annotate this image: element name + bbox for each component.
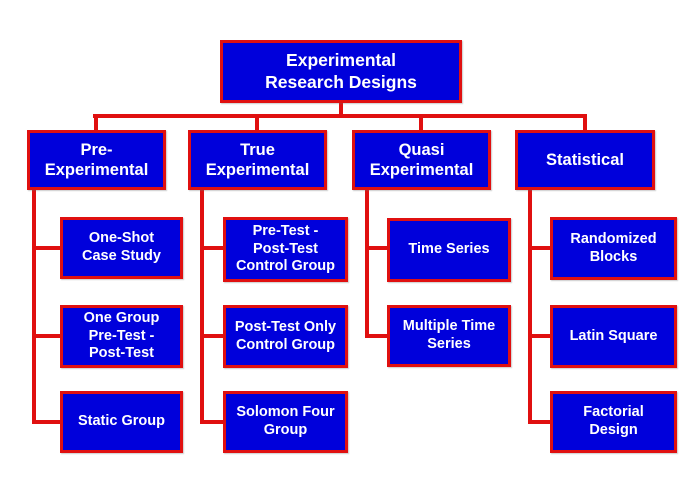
branch-pre-experimental: Pre- Experimental bbox=[27, 130, 166, 190]
connector-stub-pre-2 bbox=[32, 334, 62, 338]
child-solomon-four-group: Solomon Four Group bbox=[223, 391, 348, 453]
branch-statistical: Statistical bbox=[515, 130, 655, 190]
child-multiple-time-series: Multiple Time Series bbox=[387, 305, 511, 367]
child-factorial-design: Factorial Design bbox=[550, 391, 677, 453]
branch-true-experimental: True Experimental bbox=[188, 130, 327, 190]
connector-stub-quasi-1 bbox=[365, 246, 389, 250]
child-latin-square: Latin Square bbox=[550, 305, 677, 368]
connector-stub-true-3 bbox=[200, 420, 225, 424]
connector-drop-quasi bbox=[419, 114, 423, 132]
connector-stub-statistical-1 bbox=[528, 246, 552, 250]
connector-drop-true bbox=[255, 114, 259, 132]
connector-stub-quasi-2 bbox=[365, 334, 389, 338]
child-static-group: Static Group bbox=[60, 391, 183, 453]
child-time-series: Time Series bbox=[387, 218, 511, 282]
connector-drop-statistical bbox=[583, 114, 587, 132]
connector-stub-statistical-2 bbox=[528, 334, 552, 338]
child-post-test-only-control-group: Post-Test Only Control Group bbox=[223, 305, 348, 368]
child-pre-test-post-test-control-group: Pre-Test - Post-Test Control Group bbox=[223, 217, 348, 282]
connector-spine-quasi bbox=[365, 189, 369, 338]
connector-stub-pre-3 bbox=[32, 420, 62, 424]
connector-drop-pre bbox=[94, 114, 98, 132]
child-one-group-pre-test-post-test: One Group Pre-Test - Post-Test bbox=[60, 305, 183, 368]
connector-spine-pre bbox=[32, 189, 36, 424]
connector-spine-true bbox=[200, 189, 204, 424]
connector-stub-true-1 bbox=[200, 246, 225, 250]
connector-root-stub bbox=[339, 102, 343, 116]
connector-spine-statistical bbox=[528, 189, 532, 424]
child-randomized-blocks: Randomized Blocks bbox=[550, 217, 677, 280]
connector-top-hline bbox=[93, 114, 587, 118]
connector-stub-pre-1 bbox=[32, 246, 62, 250]
child-one-shot-case-study: One-Shot Case Study bbox=[60, 217, 183, 279]
branch-quasi-experimental: Quasi Experimental bbox=[352, 130, 491, 190]
connector-stub-true-2 bbox=[200, 334, 225, 338]
root-node: Experimental Research Designs bbox=[220, 40, 462, 103]
connector-stub-statistical-3 bbox=[528, 420, 552, 424]
